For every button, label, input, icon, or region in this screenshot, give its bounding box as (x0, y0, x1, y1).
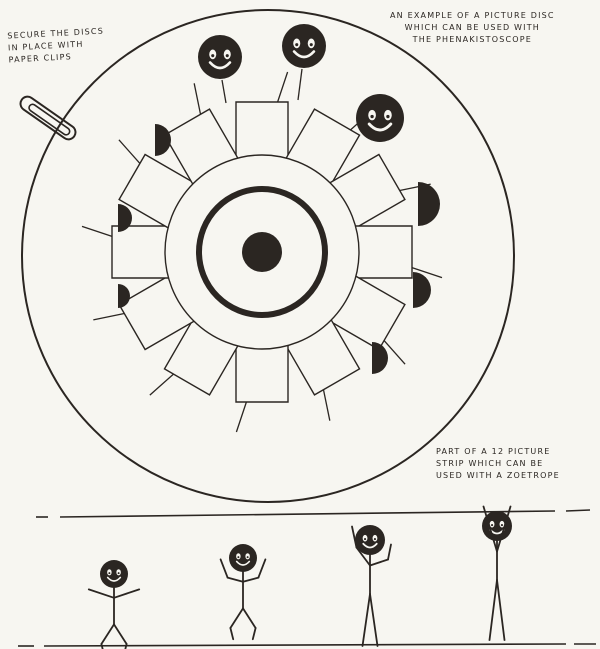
disc-frame (236, 72, 288, 160)
note-secure-discs: SECURE THE DISCS IN PLACE WITH PAPER CLI… (7, 25, 105, 66)
note-zoetrope-strip: PART OF A 12 PICTURE STRIP WHICH CAN BE … (436, 446, 560, 482)
strip-bottom-edge (44, 644, 566, 646)
strip-face-icon (100, 560, 128, 588)
strip-figure (482, 507, 512, 641)
note-zoetrope-strip-line-2: STRIP WHICH CAN BE (436, 458, 560, 470)
note-picture-disc-line-2: WHICH CAN BE USED WITH (390, 22, 555, 34)
strip-figure (221, 544, 266, 639)
strip-face-icon (229, 544, 257, 572)
disc-face-icon (198, 35, 242, 79)
note-picture-disc: AN EXAMPLE OF A PICTURE DISC WHICH CAN B… (390, 10, 555, 46)
disc-frame (354, 226, 442, 278)
disc-face-partial-icon (155, 124, 171, 156)
strip-figure (89, 560, 139, 649)
strip-figure (352, 525, 391, 646)
note-picture-disc-line-1: AN EXAMPLE OF A PICTURE DISC (390, 10, 555, 22)
strip-top-edge-dash (566, 510, 590, 511)
disc-face-icon (282, 24, 326, 68)
strip-top-edge (60, 511, 555, 517)
paper-clip-icon (18, 94, 78, 142)
disc-frame (236, 344, 288, 432)
disc-face-partial-icon (372, 342, 388, 374)
note-zoetrope-strip-line-3: USED WITH A ZOETROPE (436, 470, 560, 482)
note-picture-disc-line-3: THE PHENAKISTOSCOPE (390, 34, 555, 46)
disc-frame (82, 226, 170, 278)
disc-center-hub (242, 232, 282, 272)
note-zoetrope-strip-line-1: PART OF A 12 PICTURE (436, 446, 560, 458)
disc-face-partial-icon (418, 182, 440, 226)
disc-face-icon (356, 94, 404, 142)
disc-face-partial-icon (413, 272, 431, 308)
zoetrope-strip (89, 507, 512, 649)
